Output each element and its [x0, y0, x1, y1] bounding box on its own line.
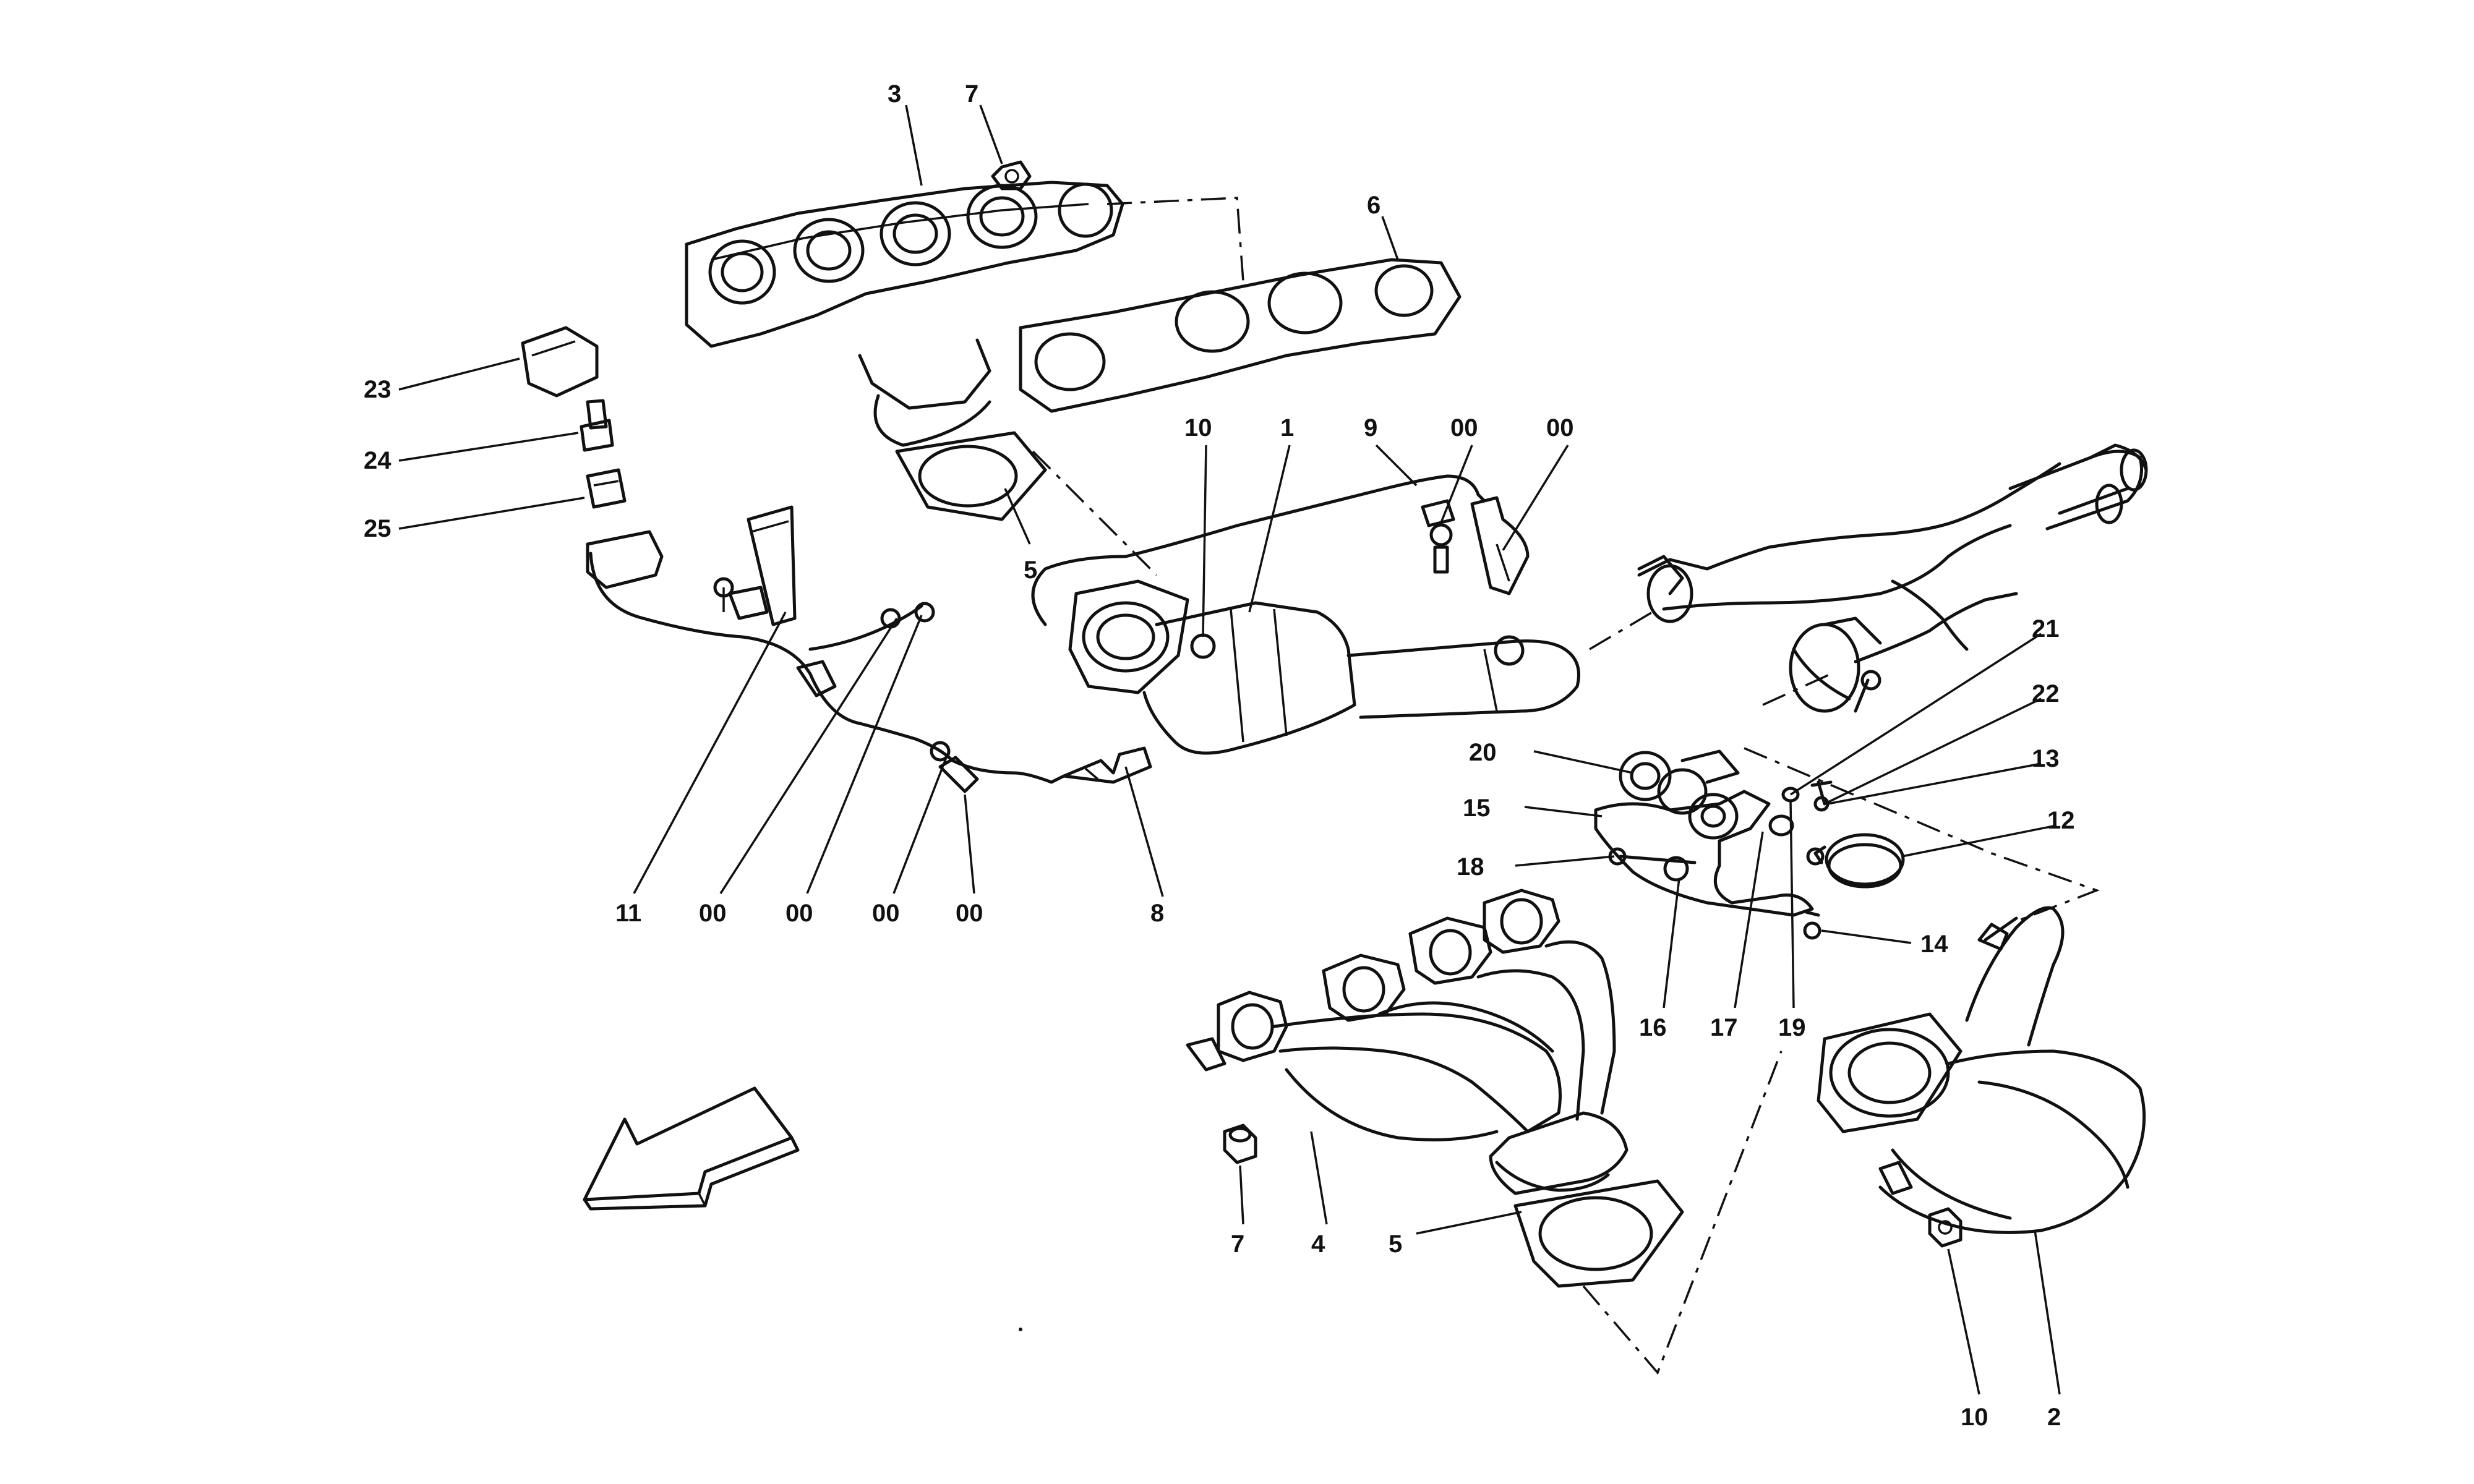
- callout-10-bottom: 10: [1961, 1404, 1988, 1431]
- callout-13: 13: [2032, 745, 2060, 772]
- callout-00-a: 00: [1450, 414, 1478, 441]
- gasket-flange-top: [895, 431, 1047, 521]
- clip-left: [880, 602, 979, 793]
- lambda-sensor-cable-left: [586, 530, 1066, 784]
- assembly-line-lower: [1582, 1051, 1783, 1375]
- callout-4: 4: [1311, 1230, 1325, 1258]
- callout-00-e: 00: [872, 900, 900, 927]
- callout-11: 11: [615, 900, 641, 927]
- nut-lower-right: [1928, 1207, 1963, 1248]
- clip-upper-right: [1421, 499, 1455, 574]
- leader-lines: [398, 104, 2061, 1395]
- callout-18: 18: [1457, 853, 1484, 881]
- lambda-sensor-cable-upper: [1031, 474, 1530, 626]
- callout-00-c: 00: [699, 900, 727, 927]
- assembly-line-upper: [1106, 197, 1244, 282]
- connector-cover: [521, 326, 599, 398]
- catalytic-converter-upper: [1068, 579, 1580, 755]
- callout-10-top: 10: [1184, 414, 1212, 441]
- nut-bottom: [1223, 1124, 1257, 1164]
- callout-23: 23: [364, 376, 392, 403]
- connector-screw: [580, 399, 614, 452]
- callout-20: 20: [1469, 739, 1497, 766]
- catalytic-converter-lower: [1817, 906, 2146, 1234]
- callout-9: 9: [1364, 414, 1377, 441]
- callout-7-top: 7: [965, 80, 978, 108]
- callout-5-top: 5: [1024, 556, 1037, 584]
- callout-labels: 3 7 6 23 24 25 5 10 1 9 00 00 11 00 00 0…: [364, 80, 2075, 1431]
- callout-00-d: 00: [785, 900, 813, 927]
- callout-19: 19: [1778, 1014, 1806, 1041]
- exhaust-mount-assembly: [1594, 749, 1905, 940]
- callout-8: 8: [1150, 900, 1164, 927]
- gasket-flange-bottom: [1513, 1179, 1684, 1288]
- direction-arrow-icon: [583, 1086, 800, 1211]
- callout-3: 3: [888, 80, 901, 108]
- callout-00-b: 00: [1546, 414, 1574, 441]
- callout-2: 2: [2047, 1404, 2061, 1431]
- callout-6: 6: [1367, 192, 1380, 219]
- assembly-line-mount: [1744, 747, 2100, 923]
- callout-1: 1: [1280, 414, 1294, 441]
- assembly-line-y-pipe: [1589, 608, 1658, 650]
- stray-mark: [1019, 1328, 1022, 1331]
- sensor-bracket: [713, 505, 797, 626]
- manifold-gasket-right: [1019, 258, 1462, 413]
- callout-12: 12: [2047, 807, 2075, 834]
- callout-00-f: 00: [956, 900, 983, 927]
- rear-y-pipe: [1637, 443, 2148, 713]
- exhaust-header: [1186, 889, 1629, 1195]
- callout-5-bottom: 5: [1389, 1230, 1402, 1258]
- callout-7-bottom: 7: [1231, 1230, 1244, 1258]
- callout-21: 21: [2032, 615, 2060, 642]
- callout-22: 22: [2032, 680, 2060, 707]
- oxygen-sensor-lower: [1062, 746, 1152, 784]
- connector-housing: [586, 468, 627, 509]
- assembly-line-y-pipe-2: [1762, 673, 1831, 706]
- callout-14: 14: [1920, 931, 1948, 958]
- callout-16: 16: [1639, 1014, 1667, 1041]
- callout-24: 24: [364, 447, 392, 474]
- exhaust-manifold-left: [685, 181, 1124, 447]
- callout-17: 17: [1710, 1014, 1738, 1041]
- nut-top: [991, 160, 1032, 190]
- callout-15: 15: [1463, 795, 1491, 822]
- callout-25: 25: [364, 515, 392, 542]
